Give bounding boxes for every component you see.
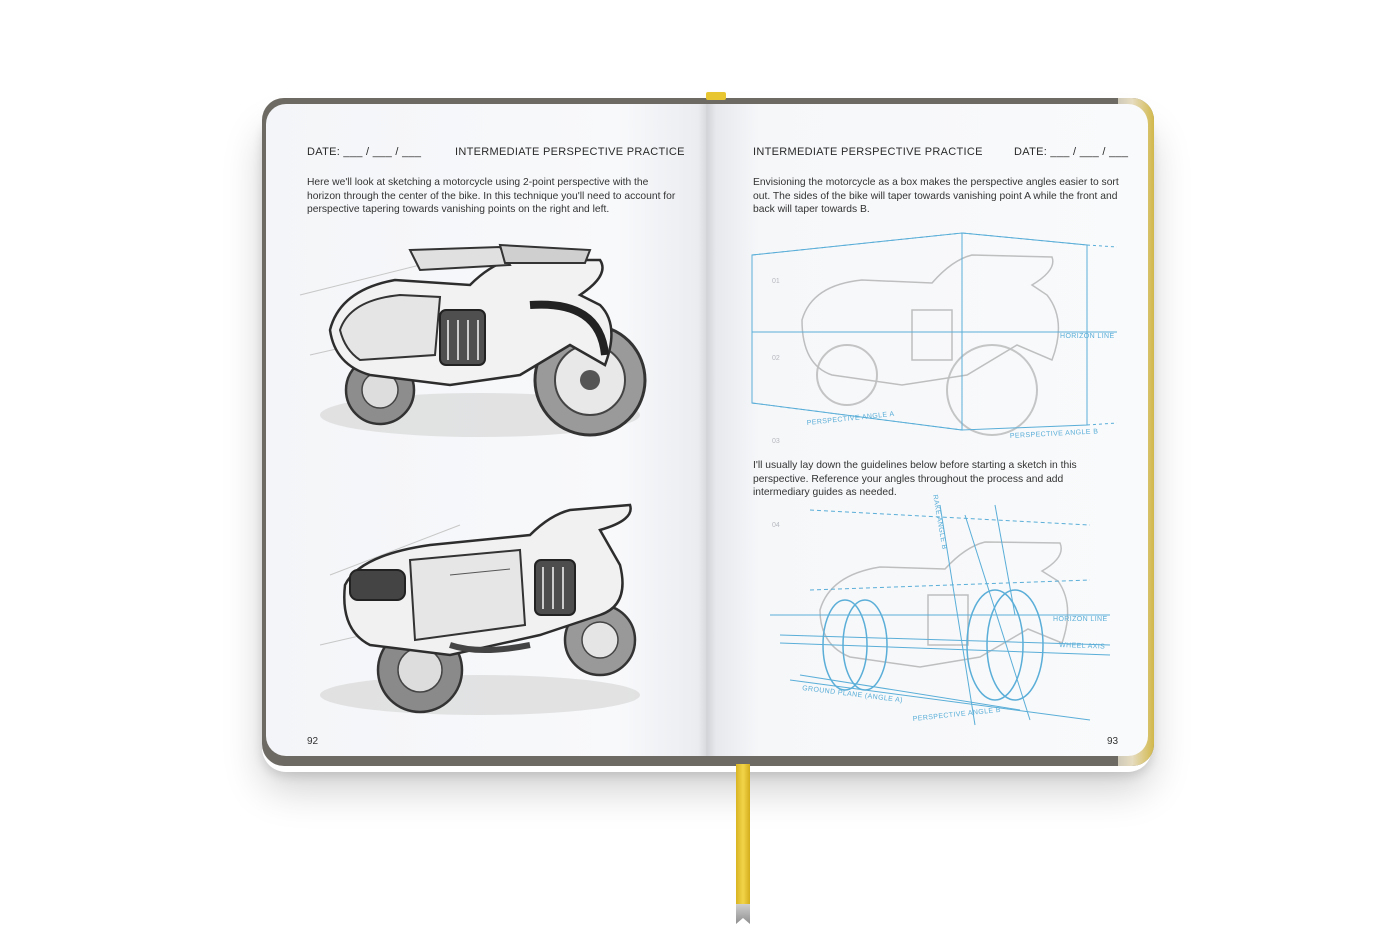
diagram2-rake-label: RAKE ANGLE B xyxy=(931,494,948,550)
left-page-number: 92 xyxy=(307,736,319,747)
right-paragraph-2: I'll usually lay down the guidelines bel… xyxy=(753,460,1077,499)
ribbon-top xyxy=(706,92,726,100)
diagram2-angle-b-label: PERSPECTIVE ANGLE B xyxy=(912,707,1001,723)
left-paragraph: Here we'll look at sketching a motorcycl… xyxy=(307,177,676,216)
diagram1-marker-3: 03 xyxy=(772,438,780,445)
diagram1-marker-2: 02 xyxy=(772,355,780,362)
left-date-label: DATE: ___ / ___ / ___ xyxy=(307,146,422,158)
perspective-box-diagram: HORIZON LINE PERSPECTIVE ANGLE A PERSPEC… xyxy=(751,232,1118,445)
right-page-title: INTERMEDIATE PERSPECTIVE PRACTICE xyxy=(753,146,983,158)
diagram1-angle-a-label: PERSPECTIVE ANGLE A xyxy=(806,411,894,427)
bookmark-ribbon xyxy=(736,764,750,916)
right-page xyxy=(706,104,1148,756)
diagram1-angle-b-label: PERSPECTIVE ANGLE B xyxy=(1010,428,1099,440)
right-date-label: DATE: ___ / ___ / ___ xyxy=(1014,146,1129,158)
diagram2-marker: 04 xyxy=(772,522,780,529)
left-page-title: INTERMEDIATE PERSPECTIVE PRACTICE xyxy=(455,146,685,158)
right-paragraph-1: Envisioning the motorcycle as a box make… xyxy=(753,177,1119,216)
motorcycle-sketch-front xyxy=(299,243,647,437)
bookmark-ribbon-tip xyxy=(736,904,750,924)
faded-motorcycle-2 xyxy=(819,541,1069,668)
diagram2-wheel-axis-label: WHEEL AXIS xyxy=(1059,642,1105,651)
gutter-shadow xyxy=(698,104,716,756)
guidelines-diagram: RAKE ANGLE B HORIZON LINE WHEEL AXIS GRO… xyxy=(770,494,1111,726)
faded-motorcycle xyxy=(801,254,1060,436)
motorcycle-sketch-rear xyxy=(319,503,640,715)
right-page-number: 93 xyxy=(1107,736,1119,747)
diagram1-marker-1: 01 xyxy=(772,278,780,285)
diagram1-horizon-label: HORIZON LINE xyxy=(1060,333,1115,340)
diagram2-horizon-label: HORIZON LINE xyxy=(1053,616,1108,623)
